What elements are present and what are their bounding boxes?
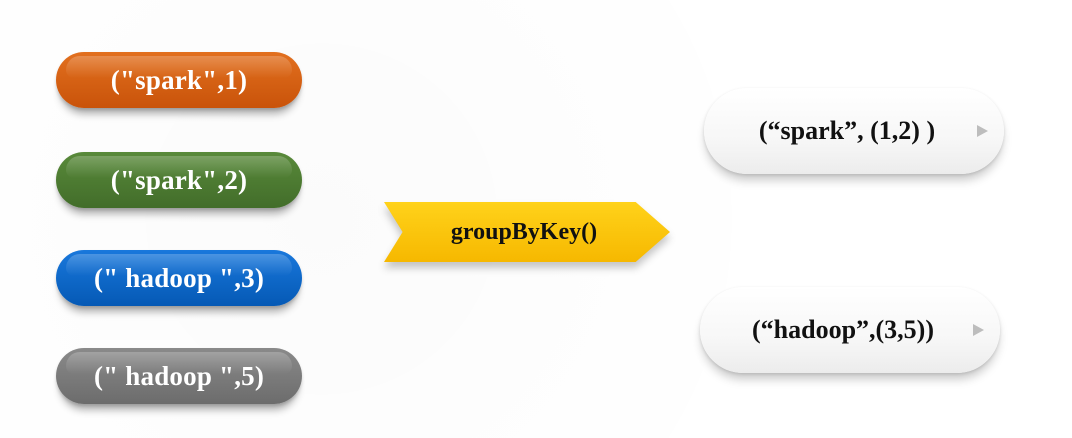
input-pair-spark-2: ("spark",2) <box>56 152 302 208</box>
triangle-right-icon <box>977 125 988 137</box>
output-pair-spark: (“spark”, (1,2) ) <box>704 88 1004 174</box>
group-by-key-arrow: groupByKey() <box>384 202 670 262</box>
output-pair-label: (“spark”, (1,2) ) <box>758 116 936 145</box>
input-pair-label: (" hadoop ",5) <box>93 360 265 391</box>
output-pair-hadoop: (“hadoop”,(3,5)) <box>700 287 1000 373</box>
transform-label: groupByKey() <box>450 218 598 245</box>
input-pair-label: (" hadoop ",3) <box>93 262 265 293</box>
output-pair-label: (“hadoop”,(3,5)) <box>751 315 934 344</box>
arrow-shape <box>384 202 670 262</box>
input-pair-label: ("spark",2) <box>110 164 248 195</box>
triangle-right-icon <box>973 324 984 336</box>
input-pair-label: ("spark",1) <box>110 64 248 95</box>
input-pair-hadoop-3: (" hadoop ",3) <box>56 250 302 306</box>
input-pair-hadoop-5: (" hadoop ",5) <box>56 348 302 404</box>
input-pair-spark-1: ("spark",1) <box>56 52 302 108</box>
